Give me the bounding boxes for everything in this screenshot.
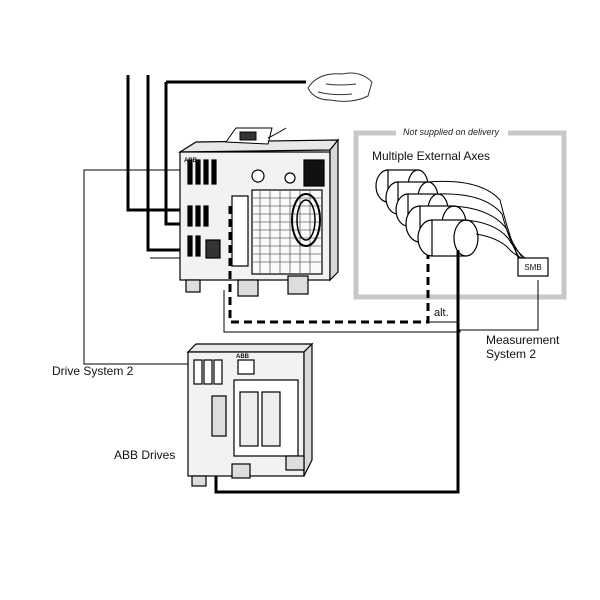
cabinet-brand-logo: ABB [184, 158, 198, 164]
multiple-external-axes-label: Multiple External Axes [372, 149, 490, 163]
cable-measurement [223, 280, 539, 333]
smb-box [517, 257, 549, 277]
measurement-line1: Measurement [486, 333, 560, 347]
external-axes-motors [375, 169, 479, 257]
smb-label: SMB [524, 263, 541, 272]
measurement-line2: System 2 [486, 347, 536, 361]
robot-arm-fragment [307, 72, 373, 102]
not-supplied-label: Not supplied on delivery [403, 127, 500, 137]
teach-pendant [225, 127, 287, 145]
drives-brand-logo: ABB [236, 354, 250, 360]
drive-system-label: Drive System 2 [52, 364, 134, 378]
abb-drives-cabinet [186, 342, 314, 487]
cable-alternate-dashed [228, 206, 430, 324]
motor-to-smb-cables [427, 180, 533, 263]
alt-label: alt. [434, 307, 449, 319]
cable-drive-system [83, 169, 196, 365]
controller-cabinet [177, 138, 340, 297]
abb-drives-label: ABB Drives [114, 448, 175, 462]
